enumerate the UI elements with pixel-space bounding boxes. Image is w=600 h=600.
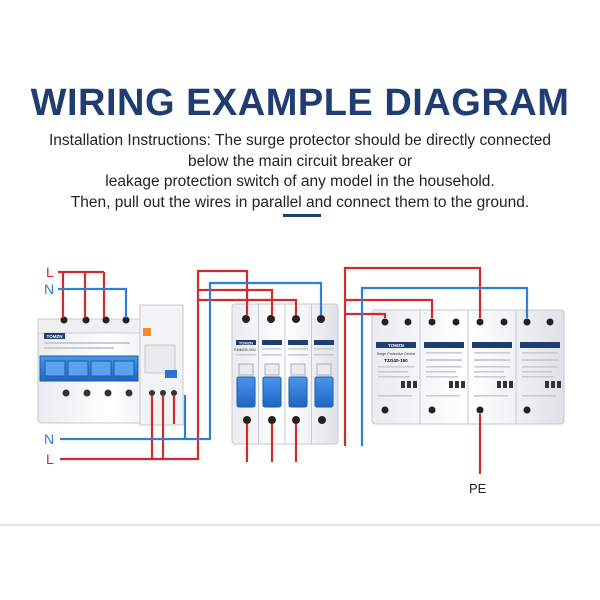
rcbo-breaker: TOMZN	[37, 304, 184, 426]
label-pe-ground: PE	[469, 481, 487, 496]
rcbo-brand-badge	[44, 333, 65, 339]
instruction-line-2: below the main circuit breaker or	[188, 152, 412, 170]
spd-live-wires	[343, 266, 482, 446]
instruction-line-4: Then, pull out the wires in parallel and…	[70, 193, 530, 211]
label-bottom-neutral: N	[44, 431, 54, 447]
mcb-breaker: TOMZN RMMCB-40/2	[231, 303, 339, 445]
instruction-line-1: Installation Instructions: The surge pro…	[48, 132, 552, 149]
spd-brand-text: TOMZN	[388, 343, 404, 348]
title-underline	[283, 214, 321, 217]
rcbo-output-live-wires	[60, 269, 298, 461]
label-top-live: L	[46, 264, 54, 280]
spd-neutral-wire	[360, 286, 529, 446]
surge-protector: TOMZN Surge Protective Device TZG40-160	[371, 309, 565, 425]
rcbo-output-neutral-wires	[60, 281, 323, 441]
rcbo-test-button-icon	[143, 328, 151, 336]
spd-type-text: Surge Protective Device	[377, 352, 416, 356]
rcbo-brand-text: TOMZN	[47, 334, 63, 339]
incoming-neutral-wire	[58, 287, 128, 318]
mcb-brand-text: TOMZN	[239, 340, 253, 345]
installation-instructions: Installation Instructions: The surge pro…	[20, 131, 580, 213]
incoming-live-wire	[58, 270, 106, 318]
spd-model-text: TZG40-160	[384, 358, 408, 363]
mcb-output-wires	[245, 424, 298, 462]
label-bottom-live: L	[46, 451, 54, 467]
instruction-line-3: leakage protection switch of any model i…	[105, 173, 495, 190]
mcb-model-text: RMMCB-40/2	[234, 348, 256, 352]
bottom-divider	[0, 524, 600, 526]
page-title: WIRING EXAMPLE DIAGRAM	[30, 82, 570, 124]
label-top-neutral: N	[44, 281, 54, 297]
